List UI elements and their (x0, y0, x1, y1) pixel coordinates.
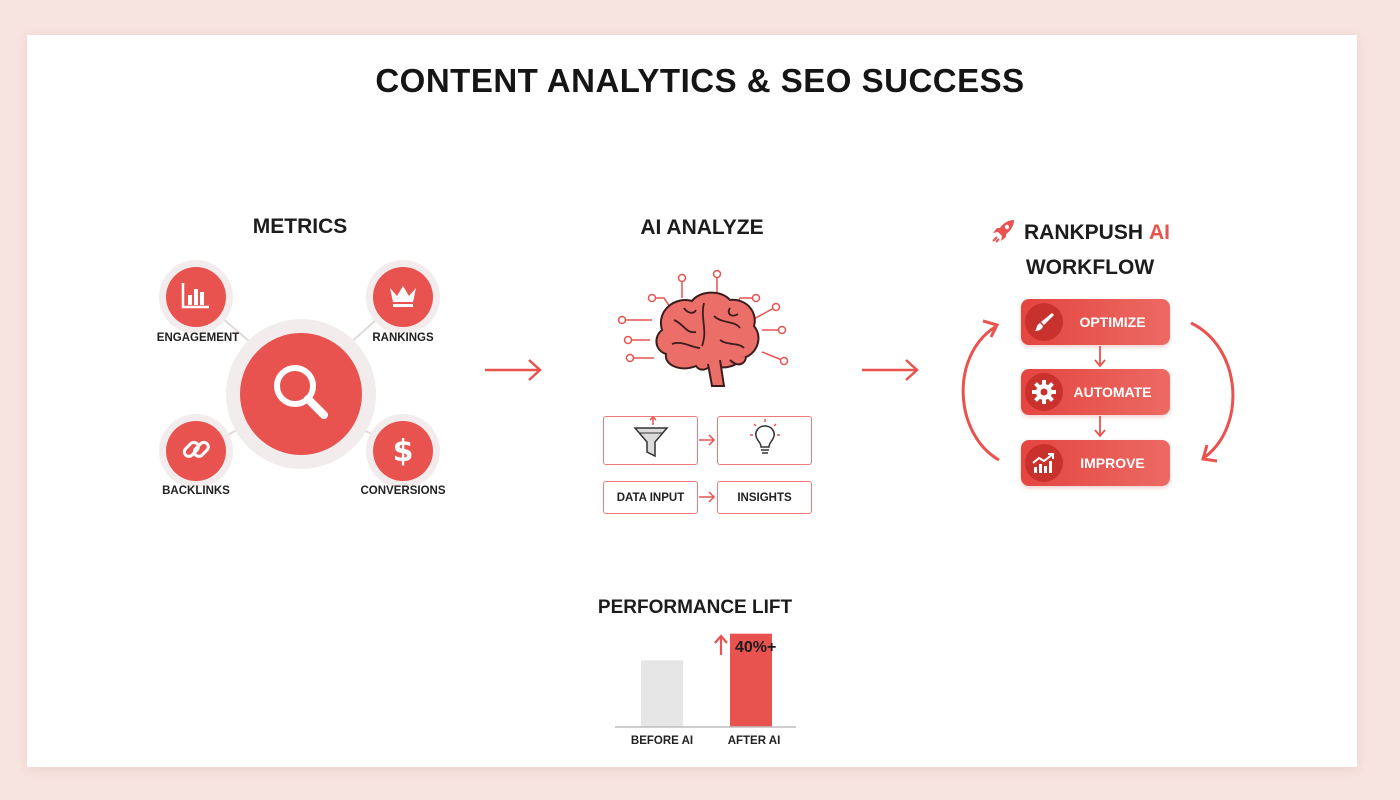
cycle-arrows (961, 319, 1235, 463)
performance-heading: PERFORMANCE LIFT (597, 597, 793, 618)
data-input-box: DATA INPUT (603, 481, 698, 514)
bar-before-ai (641, 660, 683, 727)
bar-label-before: BEFORE AI (630, 735, 694, 747)
brand-heading: RANKPUSH AI (990, 216, 1190, 249)
workflow-step-label: AUTOMATE (1073, 384, 1152, 400)
ai-analyze-heading: AI ANALYZE (640, 216, 764, 239)
metric-node-backlinks (166, 421, 226, 481)
metric-label-rankings: RANKINGS (372, 332, 434, 344)
rocket-icon (990, 216, 1018, 249)
workflow-step-improve: IMPROVE (1021, 440, 1170, 486)
workflow-step-label: IMPROVE (1080, 455, 1145, 471)
bar-after-ai (730, 633, 772, 727)
workflow-step-automate: AUTOMATE (1021, 369, 1170, 415)
metric-label-engagement: ENGAGEMENT (156, 332, 240, 344)
crown-icon (387, 282, 419, 313)
dollar-icon: $ (392, 433, 414, 469)
insights-label: INSIGHTS (737, 491, 792, 504)
brush-icon (1025, 303, 1063, 341)
brand-suffix: AI (1149, 220, 1171, 244)
metrics-heading: METRICS (252, 215, 348, 238)
metrics-search-node (240, 333, 362, 455)
arrow-down-icon (1094, 416, 1106, 438)
page-title: CONTENT ANALYTICS & SEO SUCCESS (375, 62, 1025, 99)
gear-icon (1025, 373, 1063, 411)
funnel-icon (631, 415, 671, 465)
workflow-step-optimize: OPTIMIZE (1021, 299, 1170, 345)
arrow-right-icon (862, 359, 919, 381)
arrow-up-icon (714, 634, 728, 655)
arrow-right-icon (485, 359, 542, 381)
metric-node-rankings (373, 267, 433, 327)
metric-label-backlinks: BACKLINKS (162, 485, 230, 497)
data-input-label: DATA INPUT (616, 491, 685, 504)
metric-node-conversions: $ (373, 421, 433, 481)
insights-icon-box (717, 416, 812, 465)
performance-chart (615, 633, 796, 728)
arrow-down-icon (1094, 346, 1106, 368)
trend-chart-icon (1025, 444, 1063, 482)
metric-node-engagement (166, 267, 226, 327)
link-icon (180, 433, 212, 470)
arrow-right-icon (699, 491, 716, 503)
metric-label-conversions: CONVERSIONS (360, 485, 446, 497)
insights-box: INSIGHTS (717, 481, 812, 514)
search-icon (266, 357, 336, 432)
bar-label-after: AFTER AI (727, 735, 781, 747)
data-input-icon-box (603, 415, 698, 465)
arrow-right-icon (699, 434, 716, 446)
brain-circuit-icon (617, 269, 789, 387)
workflow-step-label: OPTIMIZE (1079, 314, 1146, 330)
lightbulb-icon (745, 418, 785, 463)
brand-name: RANKPUSH (1024, 220, 1144, 244)
lift-value: 40%+ (735, 639, 777, 656)
bar-chart-icon (181, 281, 211, 314)
workflow-heading: WORKFLOW (1025, 256, 1155, 279)
